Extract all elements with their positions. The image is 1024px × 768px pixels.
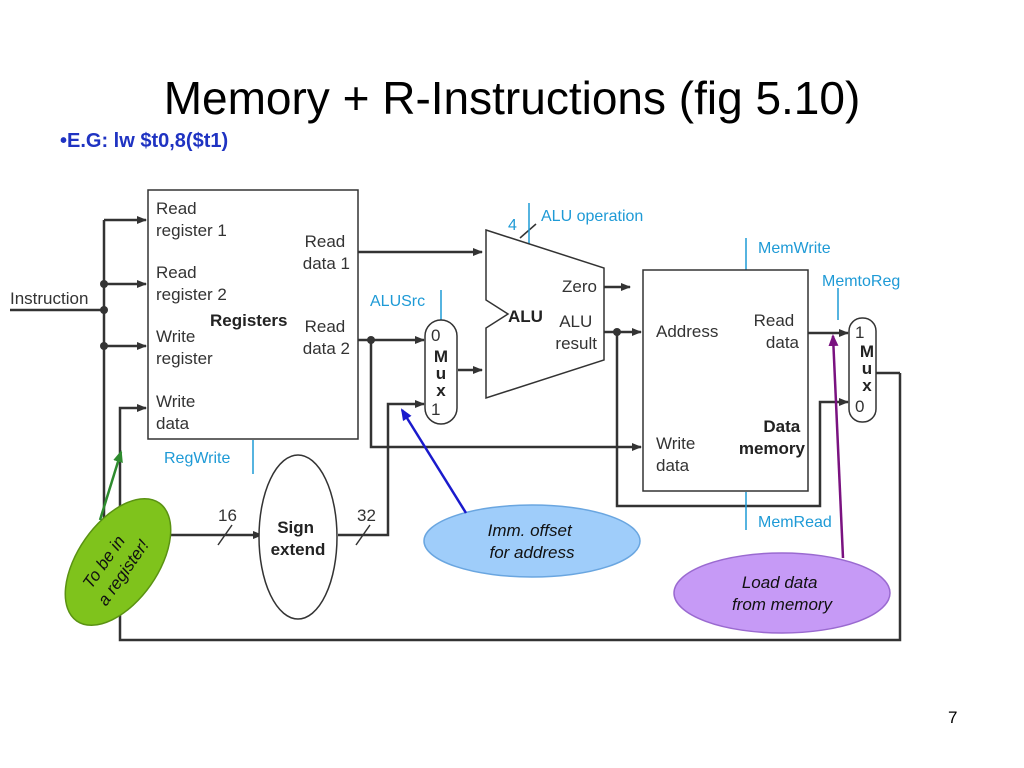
- wire-alu-bypass: [615, 332, 849, 508]
- label-read-register-2: Read register 2: [156, 263, 227, 304]
- mem-to-reg-mux: [848, 317, 877, 423]
- sign-extend-out-width: 32: [357, 506, 376, 525]
- callout-imm-offset-text: Imm. offset for address: [488, 521, 577, 562]
- page-number: 7: [948, 708, 958, 727]
- alu-mux-input-1: 1: [431, 400, 440, 419]
- sign-extend-title: Sign extend: [271, 518, 326, 559]
- callout-register-arrow: [98, 450, 123, 521]
- memory-address-label: Address: [656, 322, 718, 341]
- alu-mux-letter-m: M: [434, 347, 448, 366]
- sign-extend-in-width: 16: [218, 506, 237, 525]
- label-read-register-1: Read register 1: [156, 199, 227, 240]
- callout-imm-offset-arrow: [400, 408, 468, 514]
- example-instruction-bullet: •E.G: lw $t0,8($t1): [60, 130, 229, 152]
- wb-mux-letter-u: u: [862, 359, 872, 378]
- wire-mem-write-data: [369, 340, 642, 451]
- label-read-data-1: Read data 1: [303, 232, 350, 273]
- reg-write-label: RegWrite: [164, 450, 230, 467]
- wb-mux-letter-m: M: [860, 342, 874, 361]
- memory-write-data-label: Write data: [656, 434, 700, 475]
- alu-mux-letter-u: u: [436, 364, 446, 383]
- wb-mux-input-0: 0: [855, 397, 864, 416]
- memory-read-data-label: Read data: [754, 311, 800, 352]
- wb-mux-input-1: 1: [855, 323, 864, 342]
- callout-imm-offset-bubble: [423, 504, 641, 578]
- alu-operation-label: ALU operation: [541, 208, 643, 225]
- alu-result-label: ALU result: [555, 312, 597, 353]
- mem-read-label: MemRead: [758, 514, 832, 531]
- callout-register-bubble: [64, 497, 172, 627]
- registers-title: Registers: [210, 311, 287, 330]
- alu-src-label: ALUSrc: [370, 293, 425, 310]
- mem-write-label: MemWrite: [758, 240, 831, 257]
- mem-to-reg-label: MemtoReg: [822, 273, 900, 290]
- wb-mux-letter-x: x: [862, 376, 872, 395]
- alu-mux-input-0: 0: [431, 326, 440, 345]
- callout-load-data-text: Load data from memory: [732, 573, 834, 614]
- data-memory-title: Data memory: [739, 417, 806, 458]
- callout-load-data-bubble: [673, 552, 891, 634]
- alu-src-mux: [424, 319, 458, 425]
- sign-extend-unit: [258, 454, 338, 620]
- wire-writeback-loop: [118, 373, 902, 642]
- data-memory: [642, 269, 809, 492]
- alu-mux-letter-x: x: [436, 381, 446, 400]
- alu: [485, 228, 605, 400]
- label-write-data: Write data: [156, 392, 200, 433]
- instruction-label: Instruction: [10, 289, 88, 308]
- register-file: [147, 189, 359, 440]
- slide-title: Memory + R-Instructions (fig 5.10): [163, 72, 861, 124]
- alu-title: ALU: [508, 307, 543, 326]
- alu-zero-label: Zero: [562, 277, 597, 296]
- callout-load-data-arrow: [828, 334, 845, 559]
- label-read-data-2: Read data 2: [303, 317, 350, 358]
- alu-operation-width: 4: [508, 217, 517, 234]
- label-write-register: Write register: [156, 327, 213, 368]
